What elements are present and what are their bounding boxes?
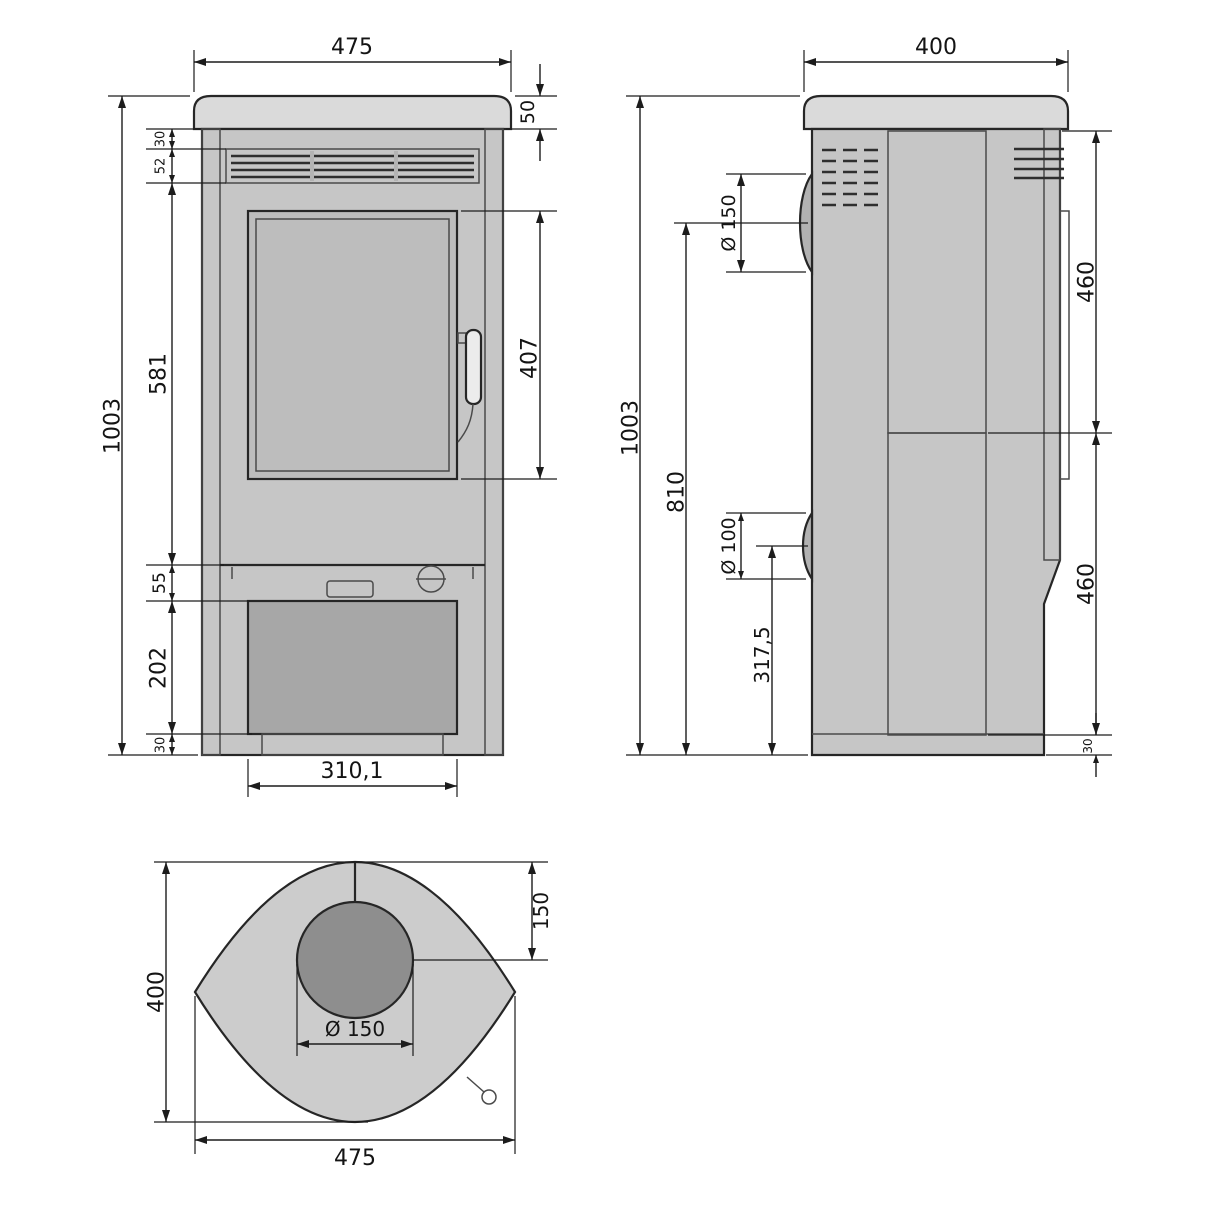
dim-top-flue-offset: 150 (413, 862, 553, 961)
front-lower-panel (246, 599, 459, 736)
front-door-handle (464, 328, 483, 406)
dim-label-front-base-30: 30 (154, 737, 169, 754)
side-body (810, 127, 1062, 757)
dim-side-flue-axis-height: 810 (665, 222, 808, 755)
side-view: 400 1003 810 Ø 150 Ø 100 (619, 35, 1112, 777)
dim-label-front-glass-height: 407 (518, 337, 543, 379)
side-rear-vent-slats (822, 148, 878, 207)
front-right-column (484, 128, 504, 756)
dim-front-door-width: 310,1 (247, 759, 458, 797)
front-vent-grille (225, 148, 480, 184)
dim-side-panels: 460 460 30 (988, 130, 1112, 777)
dim-label-side-depth: 400 (915, 35, 957, 60)
dim-top-depth: 400 (145, 861, 548, 1123)
dim-side-air-inlet-diameter: Ø 100 (718, 512, 806, 580)
top-view: 400 150 Ø 150 475 (145, 861, 553, 1171)
dim-side-overall-height: 1003 (619, 95, 808, 756)
dim-front-glass-height: 407 (461, 210, 557, 480)
front-door-handle-tail (457, 403, 474, 443)
side-door-glass-edge (1059, 210, 1070, 480)
dim-label-top-flue-offset: 150 (529, 892, 553, 930)
dim-front-overall-width: 475 (193, 35, 512, 92)
front-left-column (201, 128, 221, 756)
dim-label-front-door-zone-581: 581 (147, 353, 172, 395)
dim-label-side-flue-axis: 810 (665, 471, 690, 513)
side-top-plate (802, 94, 1070, 131)
front-base-plinth (261, 733, 444, 756)
dim-label-top-flue-diameter: Ø 150 (325, 1017, 385, 1041)
dim-front-top-plate: 50 (506, 64, 557, 161)
side-front-vent-slats (1014, 147, 1064, 180)
side-cladding-panel-lower (887, 432, 987, 736)
dim-label-front-gap-30: 30 (154, 131, 169, 148)
dim-label-front-door-width: 310,1 (321, 759, 384, 784)
dim-label-side-flue-diameter: Ø 150 (718, 194, 740, 251)
dim-label-front-overall-height: 1003 (101, 398, 126, 454)
dim-top-width: 475 (194, 996, 516, 1171)
top-door-handle-knob (481, 1089, 497, 1105)
front-ash-drawer-handle (326, 580, 374, 598)
dim-top-flue-diameter: Ø 150 (296, 964, 414, 1056)
dim-label-side-overall-height: 1003 (619, 400, 644, 456)
dim-side-air-inlet-axis: 317,5 (750, 545, 808, 755)
front-vent-slats (231, 154, 474, 179)
dim-label-side-panel-lower: 460 (1075, 563, 1100, 605)
dim-label-front-control-55: 55 (150, 572, 170, 594)
dim-front-overall-height: 1003 (101, 95, 198, 756)
dim-label-side-panel-upper: 460 (1075, 261, 1100, 303)
front-door-glass (246, 209, 459, 481)
dim-side-flue-diameter: Ø 150 (718, 173, 806, 273)
dim-front-left-chain: 30 52 581 55 202 30 (146, 128, 252, 755)
dim-label-side-air-inlet-diameter: Ø 100 (718, 517, 740, 574)
dim-label-side-air-inlet-axis: 317,5 (750, 626, 774, 683)
dim-label-top-depth: 400 (145, 971, 170, 1013)
top-flue-collar (295, 900, 415, 1020)
front-top-plate (192, 94, 513, 131)
dim-label-front-overall-width: 475 (331, 35, 373, 60)
dim-label-front-vent-52: 52 (154, 158, 169, 175)
dim-label-top-width: 475 (334, 1146, 376, 1171)
front-view: 475 50 30 52 581 55 (101, 35, 557, 797)
dim-label-side-base: 30 (1081, 738, 1095, 753)
dim-label-front-top-plate: 50 (517, 100, 539, 124)
front-glass-frame (255, 218, 450, 472)
dim-label-front-lower-202: 202 (147, 647, 172, 689)
dim-side-depth: 400 (803, 35, 1069, 92)
